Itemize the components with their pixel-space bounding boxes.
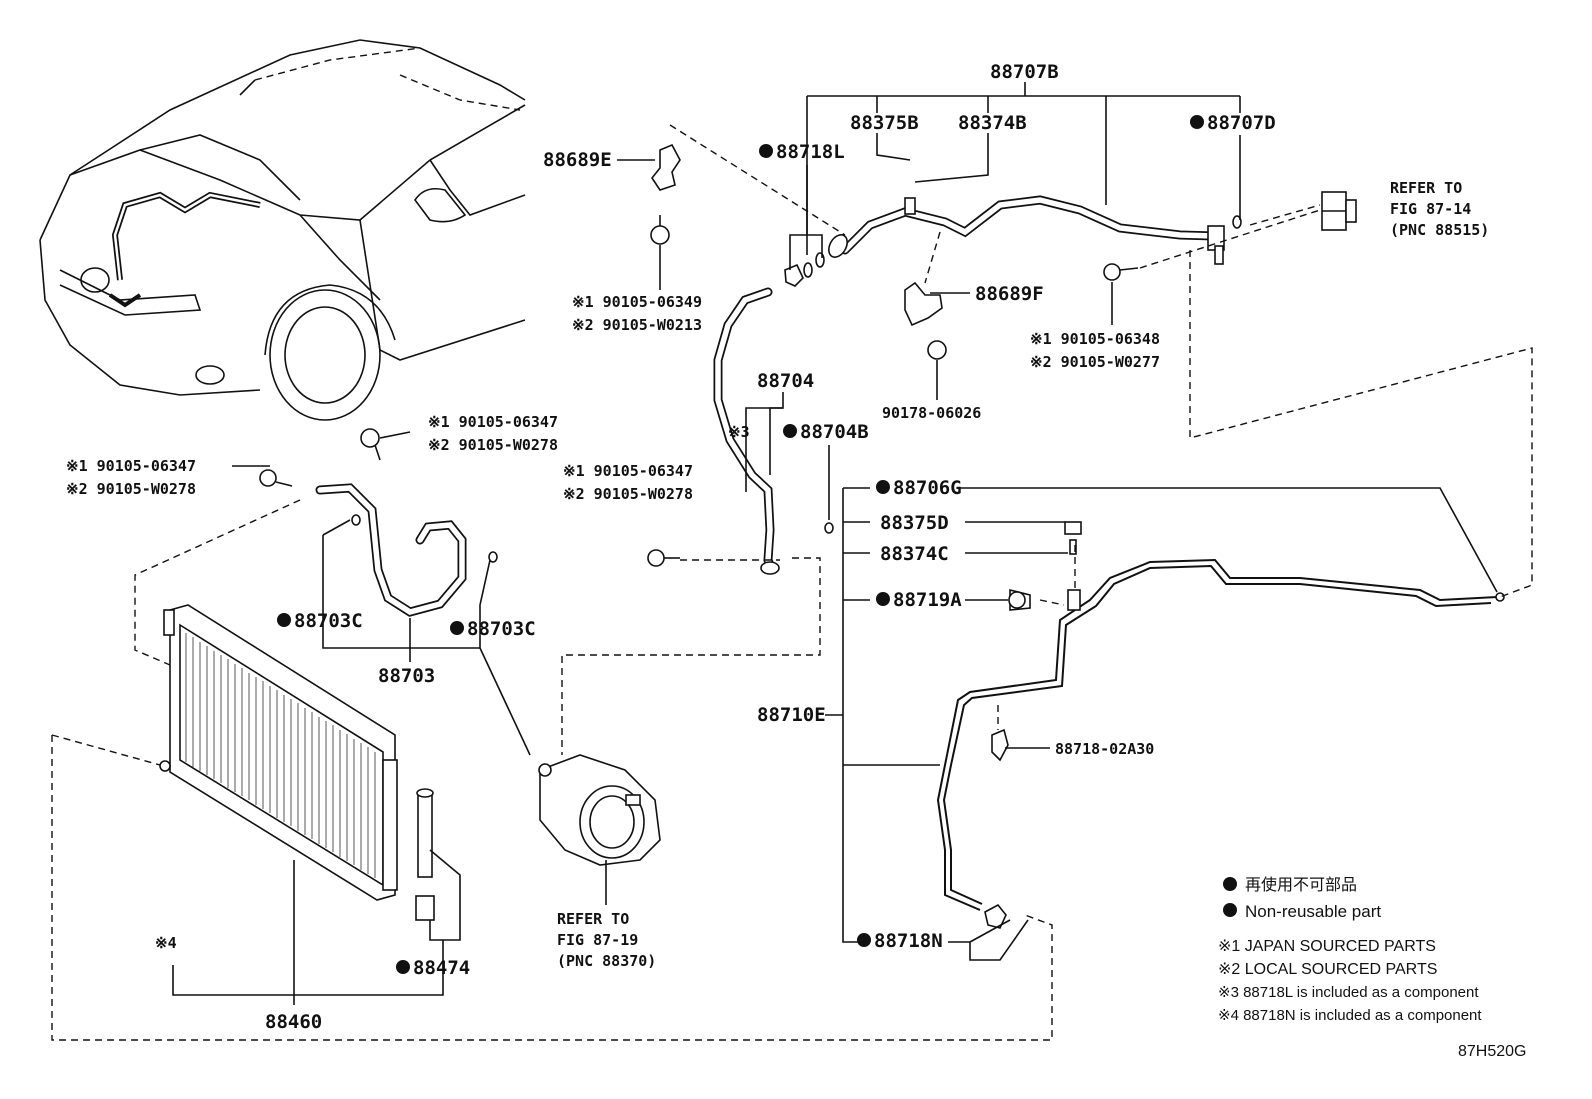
clamp-88718L <box>784 262 813 287</box>
bolt-label: ※2 90105-W0278 <box>428 436 558 454</box>
label-88718N: 88718N <box>874 930 943 952</box>
nonreusable-marker <box>1190 115 1204 129</box>
legend: 再使用不可部品 Non-reusable part ※1 JAPAN SOURC… <box>1218 876 1527 1060</box>
legend-dot <box>1223 903 1237 917</box>
legend-dot <box>1223 877 1237 891</box>
label-88703: 88703 <box>378 665 435 687</box>
part-labels: 88707B 88375B 88374B 88707D 88718L 88689… <box>66 61 1489 1033</box>
discharge-hose-88704 <box>647 287 834 575</box>
label-88474: 88474 <box>413 957 470 979</box>
bolt-label: ※1 90105-06347 <box>66 457 196 475</box>
nonreusable-marker <box>783 424 797 438</box>
bolt-label: ※1 90105-06348 <box>1030 330 1160 348</box>
legend-note-4: ※4 88718N is included as a component <box>1218 1007 1482 1024</box>
nonreusable-marker <box>450 621 464 635</box>
bolt-label: ※2 90105-W0278 <box>66 480 196 498</box>
clamp-88689F <box>904 281 947 360</box>
legend-note-2: ※2 LOCAL SOURCED PARTS <box>1218 961 1437 978</box>
label-88719A: 88719A <box>893 589 962 611</box>
nonreusable-marker <box>759 144 773 158</box>
label-88374C: 88374C <box>880 543 949 565</box>
legend-nonreusable-jp: 再使用不可部品 <box>1245 876 1357 894</box>
ref-label: (PNC 88370) <box>557 952 656 970</box>
compressor-ref <box>538 754 661 866</box>
label-88375D: 88375D <box>880 512 949 534</box>
ref-label: (PNC 88515) <box>1390 221 1489 239</box>
bolt-label: ※2 90105-W0213 <box>572 316 702 334</box>
label-88707D: 88707D <box>1207 112 1276 134</box>
diagram-code: 87H520G <box>1458 1043 1527 1060</box>
ref-label: FIG 87-14 <box>1390 200 1471 218</box>
bolt-88707D <box>1103 263 1139 281</box>
label-88460: 88460 <box>265 1011 322 1033</box>
nonreusable-marker <box>857 933 871 947</box>
vehicle-locator-illustration <box>39 39 526 421</box>
label-88689F: 88689F <box>975 283 1044 305</box>
discharge-hose-88703 <box>259 428 498 617</box>
expansion-valve-ref <box>1321 191 1357 231</box>
ref-label: FIG 87-19 <box>557 931 638 949</box>
label-88689E: 88689E <box>543 149 612 171</box>
condenser-88460 <box>159 604 435 921</box>
ref-label: REFER TO <box>1390 179 1462 197</box>
label-88375B: 88375B <box>850 112 919 134</box>
suction-hose-assembly <box>815 195 1242 268</box>
label-note3-mark: ※3 <box>728 423 750 441</box>
nonreusable-marker <box>396 960 410 974</box>
label-88703C-right: 88703C <box>467 618 536 640</box>
label-88710E: 88710E <box>757 704 826 726</box>
label-88704: 88704 <box>757 370 814 392</box>
bolt-label: ※2 90105-W0278 <box>563 485 693 503</box>
label-90178-06026: 90178-06026 <box>882 404 981 422</box>
label-note4-mark: ※4 <box>155 934 177 952</box>
bolt-label: ※1 90105-06349 <box>572 293 702 311</box>
bolt-label: ※2 90105-W0277 <box>1030 353 1160 371</box>
label-88706G: 88706G <box>893 477 962 499</box>
nonreusable-marker <box>876 592 890 606</box>
liquid-pipe-88710E <box>936 521 1505 929</box>
legend-note-1: ※1 JAPAN SOURCED PARTS <box>1218 938 1436 955</box>
clamp-88689E <box>650 143 681 245</box>
bolt-label: ※1 90105-06347 <box>428 413 558 431</box>
label-88704B: 88704B <box>800 421 869 443</box>
label-88718L: 88718L <box>776 141 845 163</box>
label-88374B: 88374B <box>958 112 1027 134</box>
nonreusable-marker <box>277 613 291 627</box>
leader-lines <box>51 82 1533 1041</box>
ref-label: REFER TO <box>557 910 629 928</box>
legend-note-3: ※3 88718L is included as a component <box>1218 984 1479 1001</box>
label-88707B: 88707B <box>990 61 1059 83</box>
label-88718-02A30: 88718-02A30 <box>1055 740 1154 758</box>
bolt-label: ※1 90105-06347 <box>563 462 693 480</box>
legend-nonreusable-en: Non-reusable part <box>1245 902 1381 921</box>
nonreusable-marker <box>876 480 890 494</box>
label-88703C-left: 88703C <box>294 610 363 632</box>
